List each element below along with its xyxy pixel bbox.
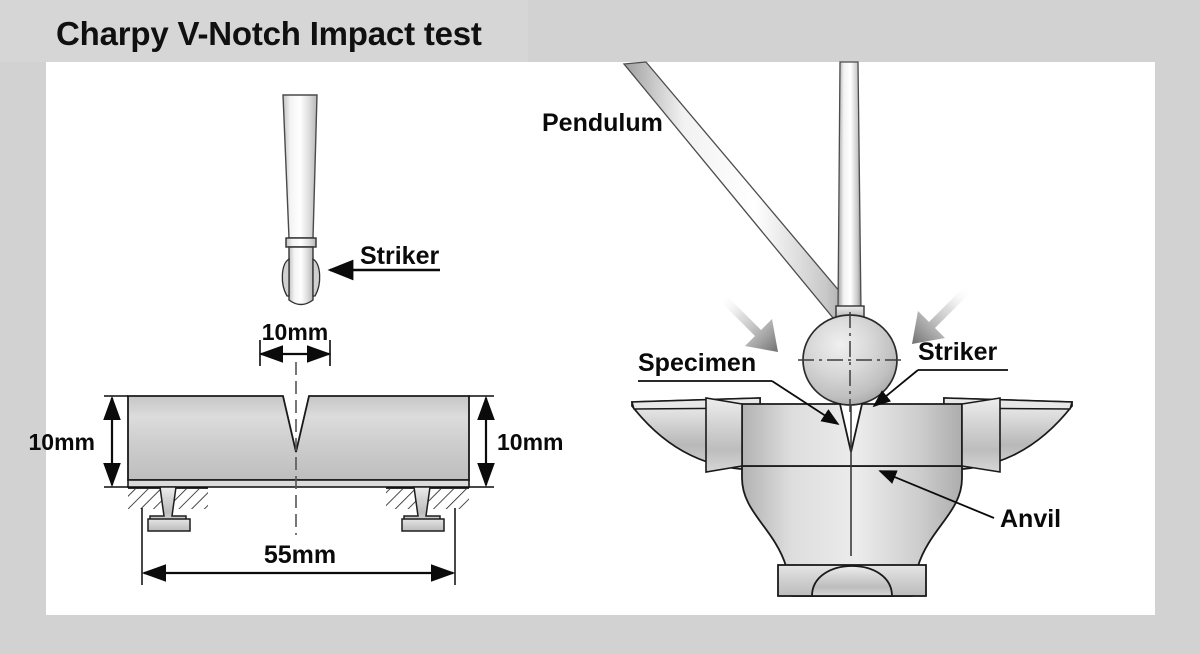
title-strip	[0, 0, 528, 62]
striker-callout-right: Striker	[872, 338, 1008, 408]
specimen-underface	[127, 479, 470, 488]
striker-tip	[288, 246, 314, 306]
support-foot-right	[401, 518, 445, 532]
specimen-leader-line	[771, 380, 840, 425]
height-left-dimension: 10mm	[29, 395, 128, 488]
anvil-leader-line	[878, 470, 995, 519]
striker-tool	[281, 94, 321, 306]
length-dimension: 55mm	[141, 508, 456, 585]
anvil-callout: Anvil	[878, 470, 1061, 533]
specimen-body	[127, 395, 470, 481]
notch-width-label: 10mm	[262, 319, 328, 345]
specimen-callout: Specimen	[638, 349, 840, 425]
direction-arrow-right	[912, 288, 969, 344]
direction-arrow-left	[721, 296, 778, 352]
anvil-base-arch	[811, 565, 893, 597]
support-foot-left	[147, 518, 191, 532]
height-right-dimension: 10mm	[469, 395, 563, 488]
striker-leader-line-right	[872, 369, 919, 408]
height-left-label: 10mm	[29, 429, 95, 455]
striker-label-right: Striker	[918, 338, 997, 366]
specimen-block	[741, 403, 963, 467]
pendulum-arm-vertical	[837, 61, 862, 311]
striker-label-left: Striker	[360, 242, 439, 270]
specimen-bar	[127, 395, 470, 488]
anvil-label: Anvil	[1000, 505, 1061, 533]
striker-collar	[285, 237, 317, 248]
support-right	[386, 486, 469, 532]
support-left	[128, 486, 208, 532]
pendulum-arm-angled	[622, 61, 863, 331]
specimen-block-end	[961, 397, 1001, 473]
striker-shaft	[282, 94, 318, 239]
height-right-label: 10mm	[497, 429, 563, 455]
length-label: 55mm	[264, 541, 336, 569]
left-figure-group: Striker 10mm 10mm	[29, 94, 563, 585]
right-figure-group: Pendulum	[542, 61, 1073, 597]
figure-panel	[46, 62, 1155, 615]
specimen-block-end-left	[705, 397, 743, 473]
pendulum-label: Pendulum	[542, 109, 663, 137]
notch-width-dimension: 10mm	[258, 319, 332, 366]
striker-flange-left	[281, 257, 290, 297]
page-title: Charpy V-Notch Impact test	[56, 15, 482, 52]
striker-callout-left: Striker	[327, 242, 440, 281]
specimen-label: Specimen	[638, 349, 756, 377]
striker-flange-right	[312, 257, 321, 297]
